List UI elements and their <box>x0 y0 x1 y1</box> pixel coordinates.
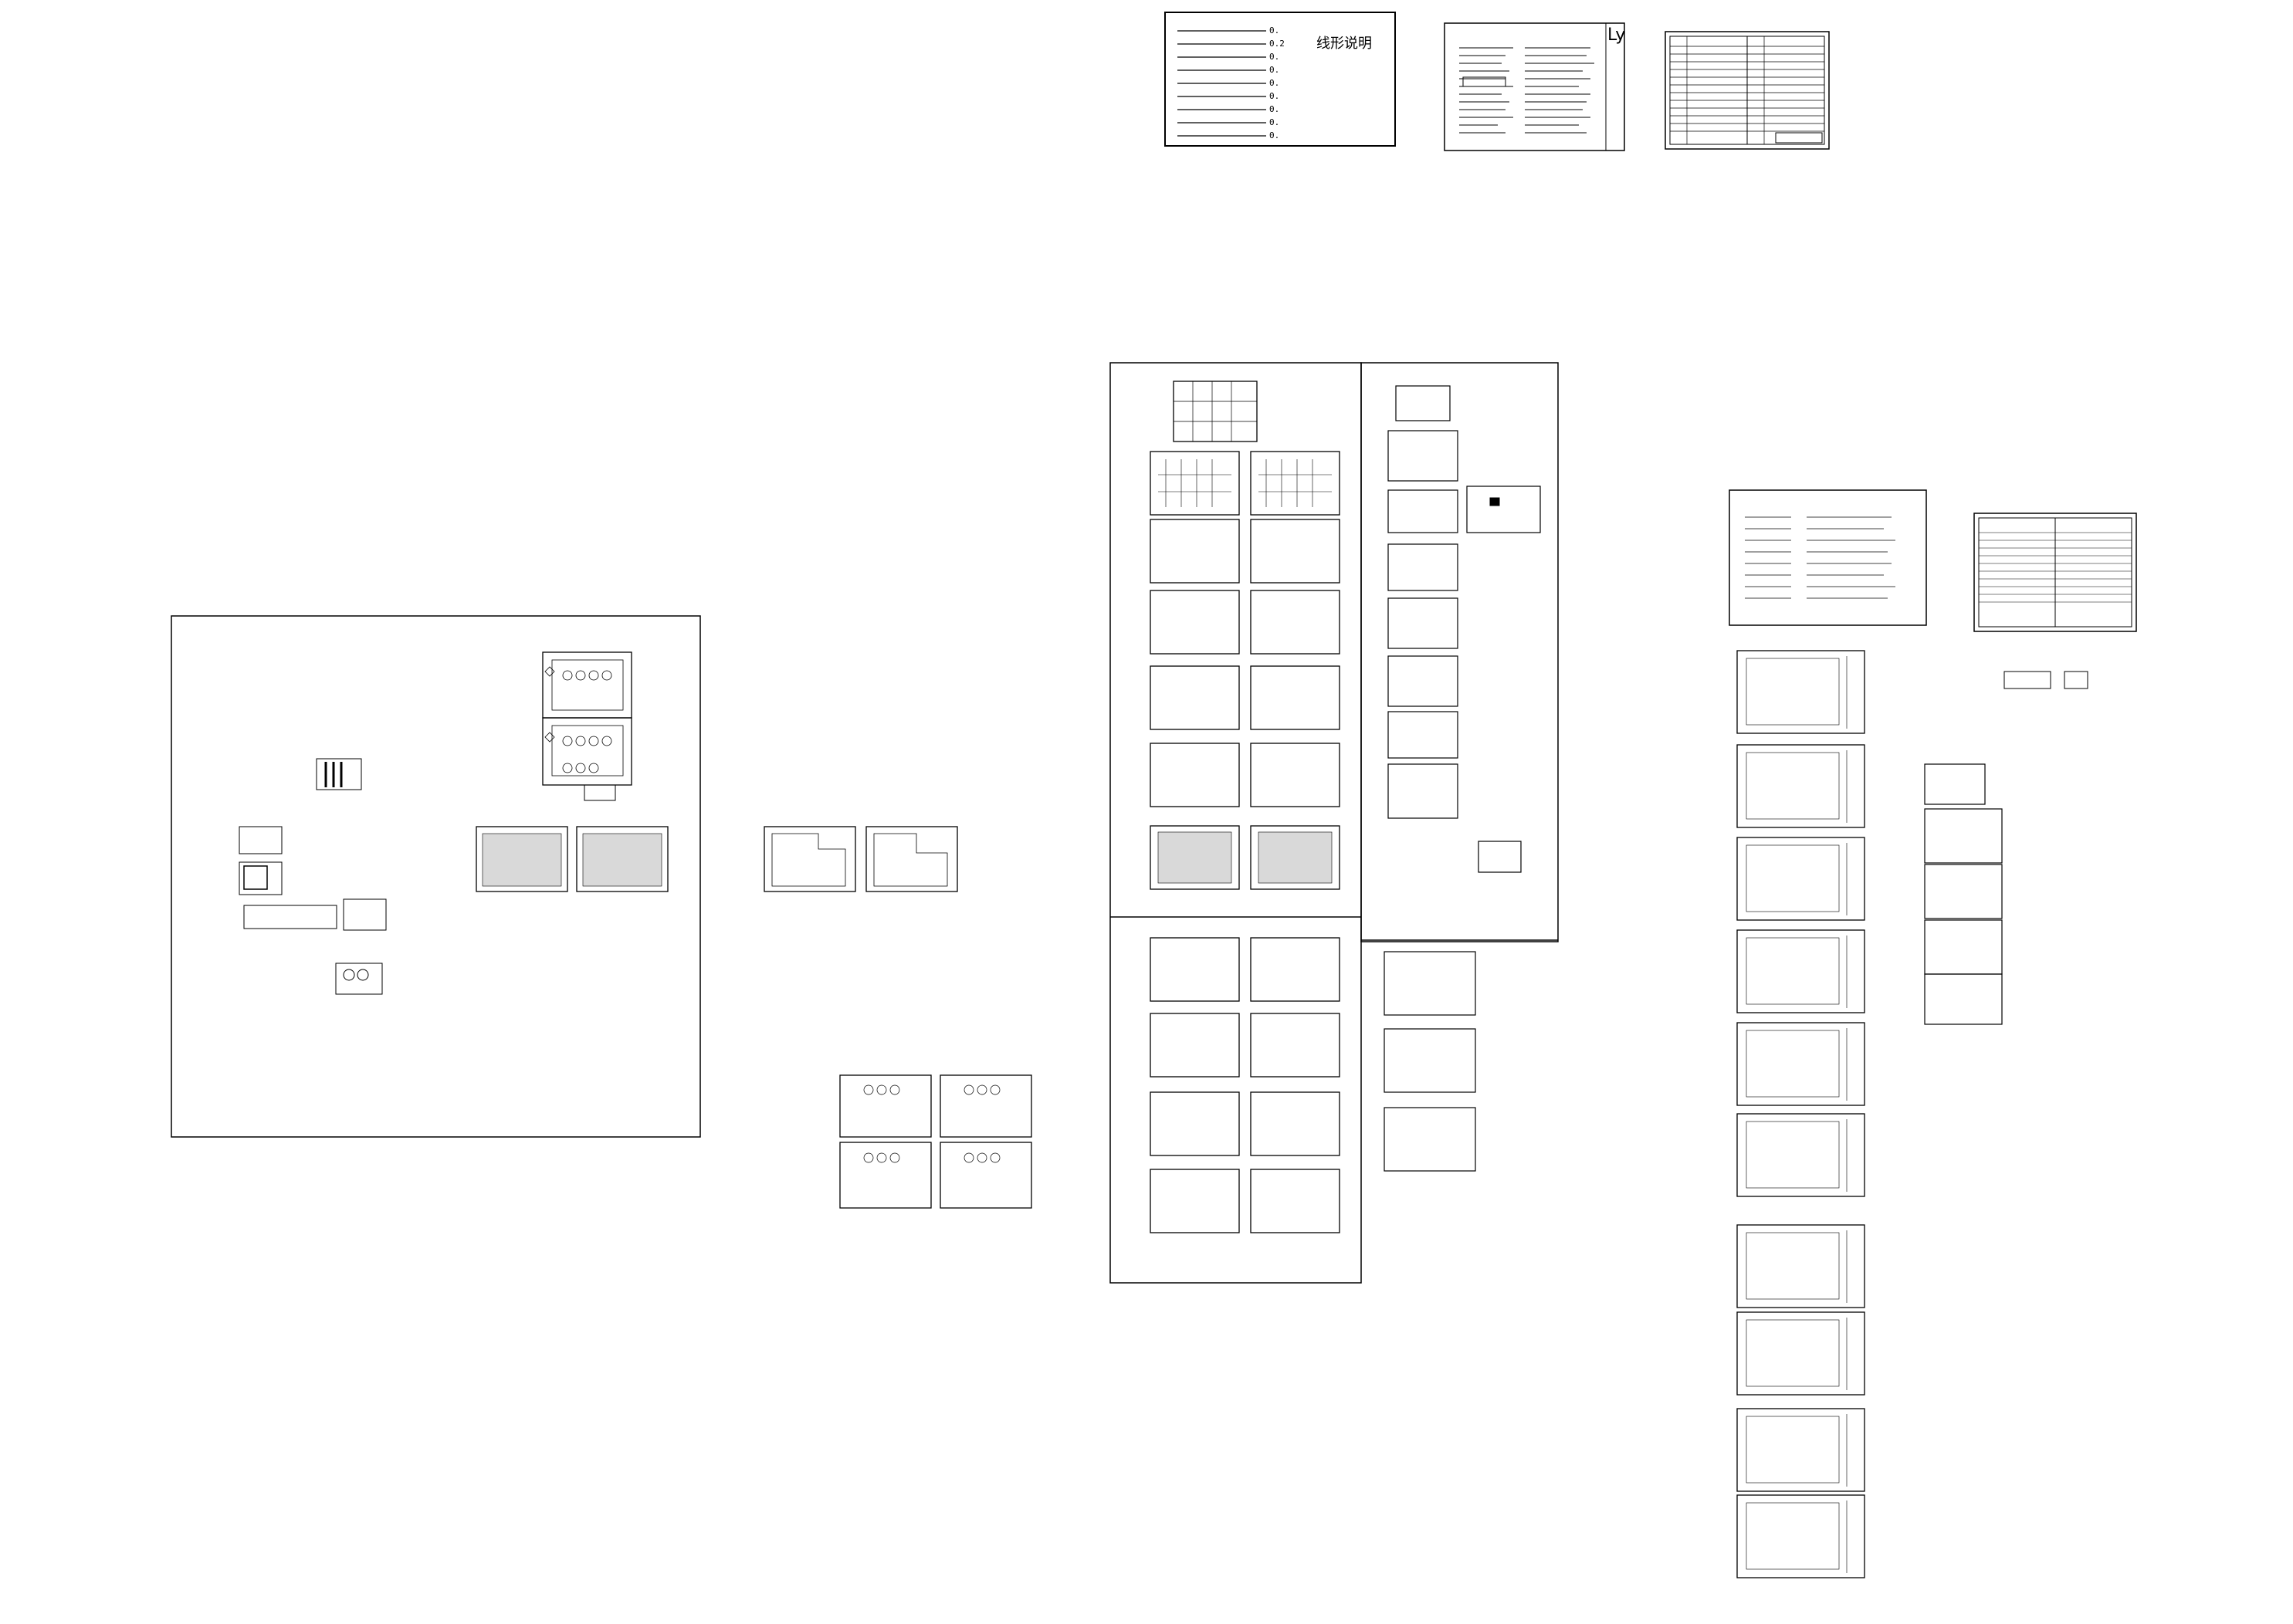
lineweight-label: 0. <box>1269 117 1280 127</box>
left-overview-frame <box>171 615 701 1138</box>
lineweight-label: 0. <box>1269 104 1280 114</box>
lineweight-label: 0. <box>1269 78 1280 88</box>
lineweight-label: 0. <box>1269 52 1280 62</box>
lineweight-legend-sheet <box>1164 12 1396 147</box>
lineweight-label: 0.2 <box>1269 39 1285 49</box>
legend-title: 线形说明 <box>1316 36 1372 52</box>
drawing-index-table-sheet <box>1665 31 1830 150</box>
lineweight-label: 0. <box>1269 130 1280 140</box>
lineweight-label: 0. <box>1269 91 1280 101</box>
notes-sheet-mark: Ly <box>1607 25 1626 45</box>
lineweight-label: 0. <box>1269 65 1280 75</box>
center-layout-frame <box>1109 362 1559 1284</box>
middle-standalone-plans <box>764 826 1032 1209</box>
right-sheet-cluster <box>1729 489 2137 1578</box>
design-notes-sheet <box>1444 22 1625 151</box>
lineweight-label: 0. <box>1269 25 1280 36</box>
